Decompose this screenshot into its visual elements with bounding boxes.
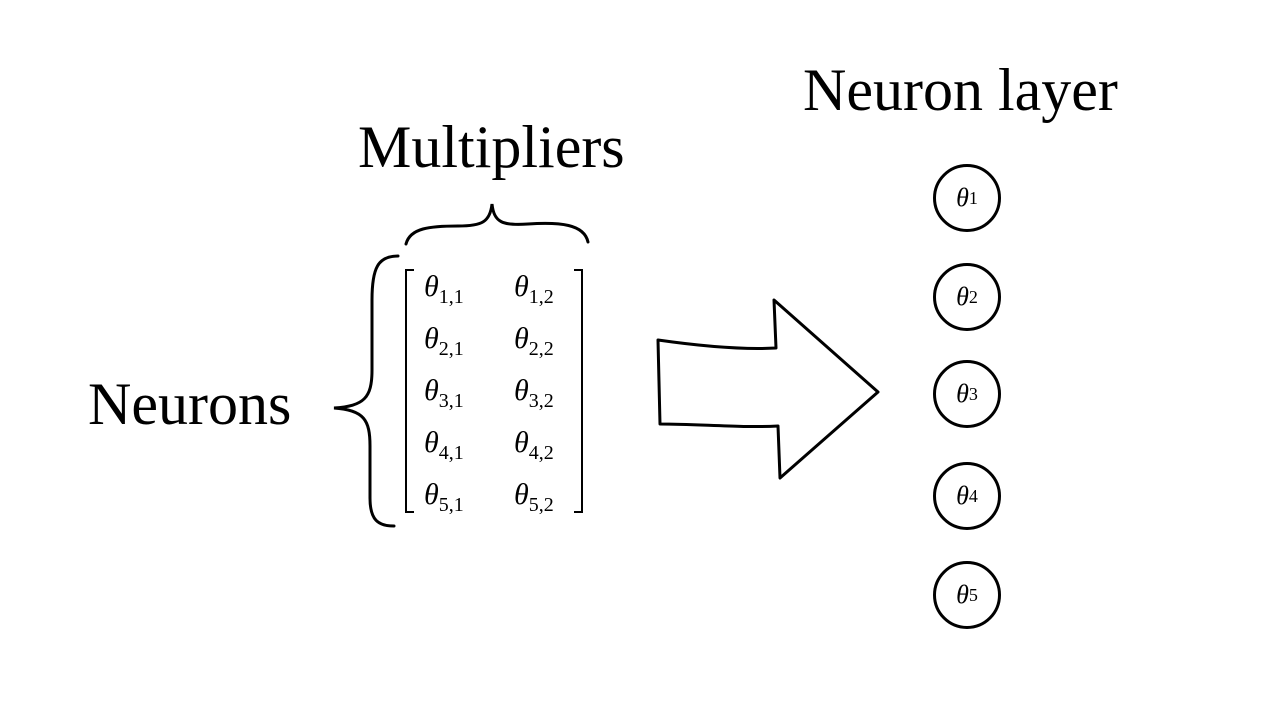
neuron-node-subscript: 4 xyxy=(968,485,978,506)
theta-symbol: θ xyxy=(956,379,969,408)
matrix-cell-subscript: 2,1 xyxy=(438,338,464,360)
theta-symbol: θ xyxy=(424,478,439,511)
matrix-cell-subscript: 2,2 xyxy=(528,338,554,360)
theta-symbol: θ xyxy=(424,374,439,407)
matrix-cell: θ1,2 xyxy=(514,270,554,308)
matrix-cell-subscript: 5,2 xyxy=(528,494,554,516)
neurons-label: Neurons xyxy=(88,371,292,437)
multipliers-brace xyxy=(404,203,590,246)
matrix-cell: θ2,1 xyxy=(424,322,464,360)
matrix-cell-subscript: 1,1 xyxy=(438,286,464,308)
matrix-cell-subscript: 1,2 xyxy=(528,286,554,308)
theta-symbol: θ xyxy=(424,270,439,303)
theta-symbol: θ xyxy=(956,481,969,510)
theta-symbol: θ xyxy=(424,426,439,459)
theta-symbol: θ xyxy=(956,580,969,609)
matrix-cell-subscript: 3,2 xyxy=(528,390,554,412)
matrix-cell: θ1,1 xyxy=(424,270,464,308)
matrix-cell: θ3,2 xyxy=(514,374,554,412)
theta-symbol: θ xyxy=(956,183,969,212)
theta-symbol: θ xyxy=(956,282,969,311)
arrow-icon xyxy=(656,298,880,480)
neuron-node-subscript: 5 xyxy=(968,584,978,605)
matrix-cell: θ4,2 xyxy=(514,426,554,464)
matrix-cell-subscript: 4,1 xyxy=(438,442,464,464)
theta-symbol: θ xyxy=(514,374,529,407)
neuron-node-subscript: 1 xyxy=(968,187,978,208)
matrix-cell-subscript: 4,2 xyxy=(528,442,554,464)
matrix-cell: θ5,1 xyxy=(424,478,464,516)
matrix-cell: θ2,2 xyxy=(514,322,554,360)
neurons-brace xyxy=(333,254,400,528)
multipliers-label: Multipliers xyxy=(358,114,625,180)
neuron-node-subscript: 2 xyxy=(968,286,978,307)
theta-symbol: θ xyxy=(424,322,439,355)
matrix-cell: θ5,2 xyxy=(514,478,554,516)
matrix-cell: θ4,1 xyxy=(424,426,464,464)
matrix-left-bracket xyxy=(405,269,414,513)
theta-symbol: θ xyxy=(514,478,529,511)
matrix-cell-subscript: 3,1 xyxy=(438,390,464,412)
neuron-node-subscript: 3 xyxy=(968,383,978,404)
matrix-cell-subscript: 5,1 xyxy=(438,494,464,516)
neuron-layer-label: Neuron layer xyxy=(803,57,1118,123)
matrix-cell: θ3,1 xyxy=(424,374,464,412)
matrix-right-bracket xyxy=(574,269,583,513)
theta-symbol: θ xyxy=(514,270,529,303)
theta-symbol: θ xyxy=(514,322,529,355)
theta-symbol: θ xyxy=(514,426,529,459)
